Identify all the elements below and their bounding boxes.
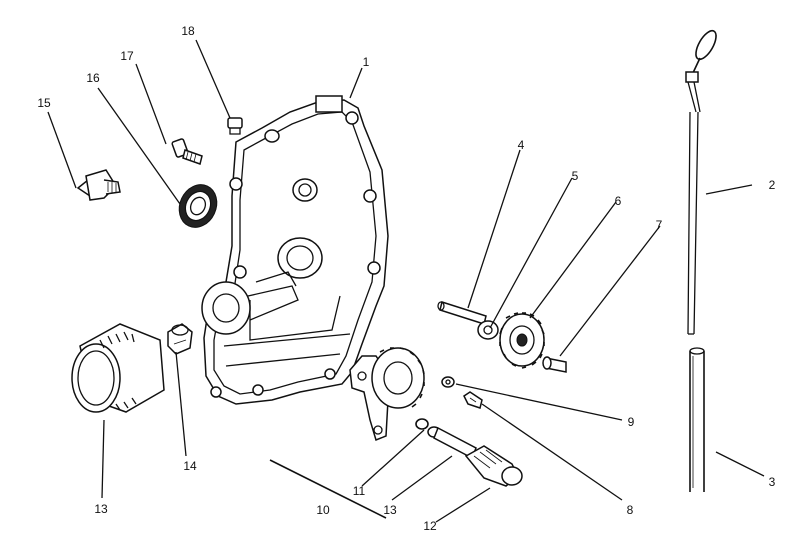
fitting-part-14 xyxy=(167,323,193,355)
callout-12: 12 xyxy=(423,519,437,533)
plug-part-18 xyxy=(227,117,243,135)
bolt-part-17 xyxy=(171,138,203,165)
washer-part-5 xyxy=(477,320,499,340)
dipstick-tube-part xyxy=(689,347,705,492)
callout-14: 14 xyxy=(183,459,197,473)
callout-13-filter: 13 xyxy=(94,502,108,516)
callout-16: 16 xyxy=(86,71,100,85)
gear-part-6 xyxy=(499,312,545,369)
callout-7: 7 xyxy=(656,218,663,232)
callout-13-pickup: 13 xyxy=(383,503,397,517)
callout-18: 18 xyxy=(181,24,195,38)
pin-part-7 xyxy=(542,356,567,373)
oil-pump-body xyxy=(349,347,425,442)
oil-filter-part-13 xyxy=(71,323,165,413)
elbow-fitting-part-15 xyxy=(76,169,121,201)
callout-2: 2 xyxy=(769,178,776,192)
callout-15: 15 xyxy=(37,96,51,110)
strainer-part-12 xyxy=(464,445,523,487)
shaft-pin-part-4 xyxy=(437,301,487,325)
callout-6: 6 xyxy=(615,194,622,208)
callout-11: 11 xyxy=(353,484,366,498)
callout-8: 8 xyxy=(627,503,634,517)
callout-labels: 1 2 3 4 5 6 7 8 9 10 11 12 13 13 14 15 1… xyxy=(37,24,775,533)
callout-10: 10 xyxy=(316,503,330,517)
callout-17: 17 xyxy=(120,49,134,63)
leader-lines xyxy=(47,39,765,523)
callout-4: 4 xyxy=(518,138,525,152)
callout-3: 3 xyxy=(769,475,776,489)
callout-1: 1 xyxy=(363,55,370,69)
o-ring-part-11 xyxy=(415,418,429,430)
screw-part-8 xyxy=(463,391,483,409)
washer-part-9 xyxy=(441,376,455,388)
pickup-tube-part-13 xyxy=(427,426,477,460)
callout-9: 9 xyxy=(628,415,635,429)
gear-case-cover-part xyxy=(201,95,389,405)
dipstick-part xyxy=(685,29,717,335)
oil-seal-part-16 xyxy=(178,184,218,228)
callout-5: 5 xyxy=(572,169,579,183)
